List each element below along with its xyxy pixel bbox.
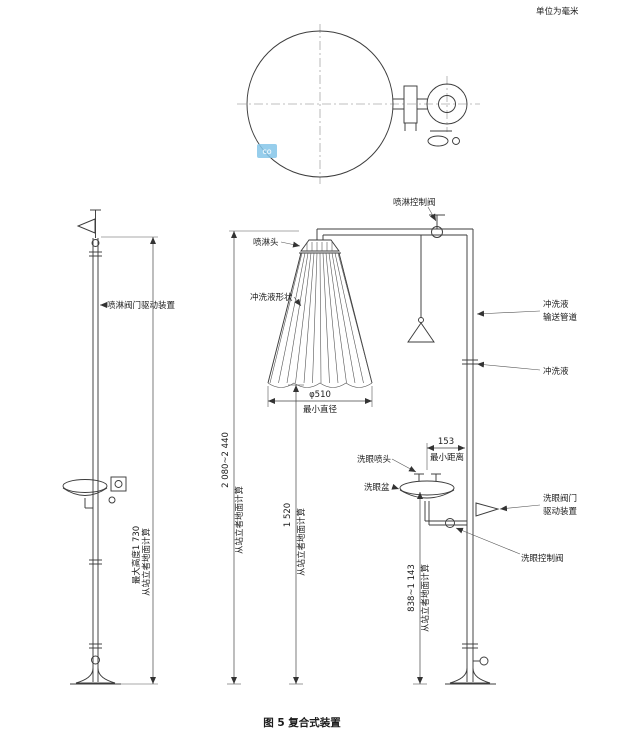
plan-shower-circle (246, 30, 394, 178)
dim-min-distance-label: 最小距离 (430, 452, 464, 463)
label-spray-shape-text: 冲洗液形状 (250, 292, 293, 303)
label-eyewash-valve-drive-line2: 驱动装置 (543, 506, 578, 517)
dim-eyewash-height-note: 从站立者地面计算 (420, 564, 431, 633)
dim-spray-height: 1 520 从站立者地面计算 (283, 384, 307, 685)
shower-control-valve-body (431, 226, 443, 238)
plan-pipe-circle-outer (426, 83, 468, 125)
dim-eyewash-height: 838~1 143 从站立者地面计算 (407, 492, 431, 685)
label-shower-head-text: 喷淋头 (253, 237, 279, 248)
dim-shower-height-note: 从站立者地面计算 (234, 486, 245, 555)
eyewash-assembly (399, 473, 500, 528)
right-unit (407, 214, 496, 685)
label-eyewash-nozzle-text: 洗眼喷头 (357, 454, 392, 465)
dim-left-max-height-text: 最大高度1 730 (131, 526, 142, 584)
label-eyewash-control-valve: 洗眼控制阀 (455, 527, 564, 564)
plan-pipe-circle-inner (438, 95, 456, 113)
dim-shower-height-value: 2 080~2 440 (221, 432, 231, 488)
watermark: co (257, 144, 277, 158)
left-eyewash-bowl (62, 479, 108, 493)
dim-min-diameter-value: φ510 (309, 390, 331, 400)
watermark-text: co (262, 147, 271, 156)
dim-min-diameter: φ510 最小直径 (267, 386, 373, 415)
overhead-arm (316, 228, 473, 240)
dim-eyewash-height-value: 838~1 143 (407, 564, 417, 612)
dim-min-distance: 153 最小距离 (426, 437, 465, 470)
dim-spray-height-value: 1 520 (283, 503, 293, 527)
label-eyewash-bowl-text: 洗眼盆 (364, 482, 390, 493)
dim-left-from-floor-text: 从站立者地面计算 (141, 528, 152, 597)
right-base (449, 667, 491, 684)
plan-valve-body (403, 85, 418, 124)
label-flush-liquid: 冲洗液 (476, 361, 569, 377)
label-shower-valve-drive-text: 喷淋阀门驱动装置 (107, 300, 176, 311)
label-flush-pipe: 冲洗液 输送管道 (476, 299, 578, 323)
dim-shower-height: 2 080~2 440 从站立者地面计算 (221, 230, 299, 685)
pull-handle-triangle (407, 322, 435, 343)
plan-eyewash (427, 135, 449, 147)
label-flush-liquid-text: 冲洗液 (543, 366, 569, 377)
eyewash-actuator-flag (475, 502, 500, 517)
units-note: 单位为毫米 (536, 6, 579, 17)
label-shower-control-valve: 喷淋控制阀 (393, 197, 437, 222)
spray-cone (267, 252, 373, 388)
label-shower-control-valve-text: 喷淋控制阀 (393, 197, 436, 208)
eyewash-bowl-rim (399, 480, 455, 496)
dim-spray-height-note: 从站立者地面计算 (296, 508, 307, 577)
left-actuator-box (110, 476, 127, 492)
label-flush-pipe-line2: 输送管道 (543, 312, 578, 323)
label-shower-valve-drive: 喷淋阀门驱动装置 (100, 300, 176, 311)
shower-head (299, 239, 341, 254)
label-shower-head: 喷淋头 (253, 237, 301, 248)
label-eyewash-control-valve-text: 洗眼控制阀 (521, 553, 564, 564)
label-eyewash-bowl: 洗眼盆 (364, 482, 400, 493)
left-shower-unit (62, 209, 127, 685)
watermark-box (257, 144, 277, 158)
label-eyewash-valve-drive: 洗眼阀门 驱动装置 (499, 493, 578, 517)
label-flush-pipe-line1: 冲洗液 (543, 299, 569, 310)
dim-left-max-height: 最大高度1 730 从站立者地面计算 (101, 236, 158, 685)
left-base (75, 667, 116, 684)
figure-caption: 图 5 复合式装置 (263, 716, 341, 729)
label-eyewash-nozzle: 洗眼喷头 (357, 454, 417, 473)
left-valve-ball (91, 239, 100, 247)
label-eyewash-valve-drive-line1: 洗眼阀门 (543, 493, 577, 504)
dim-min-diameter-label: 最小直径 (303, 404, 338, 415)
left-actuator-flag (76, 218, 96, 234)
plan-view (237, 24, 480, 184)
eyewash-control-valve-body (445, 518, 455, 528)
dim-min-distance-value: 153 (438, 437, 454, 447)
label-spray-shape: 冲洗液形状 (250, 292, 302, 307)
